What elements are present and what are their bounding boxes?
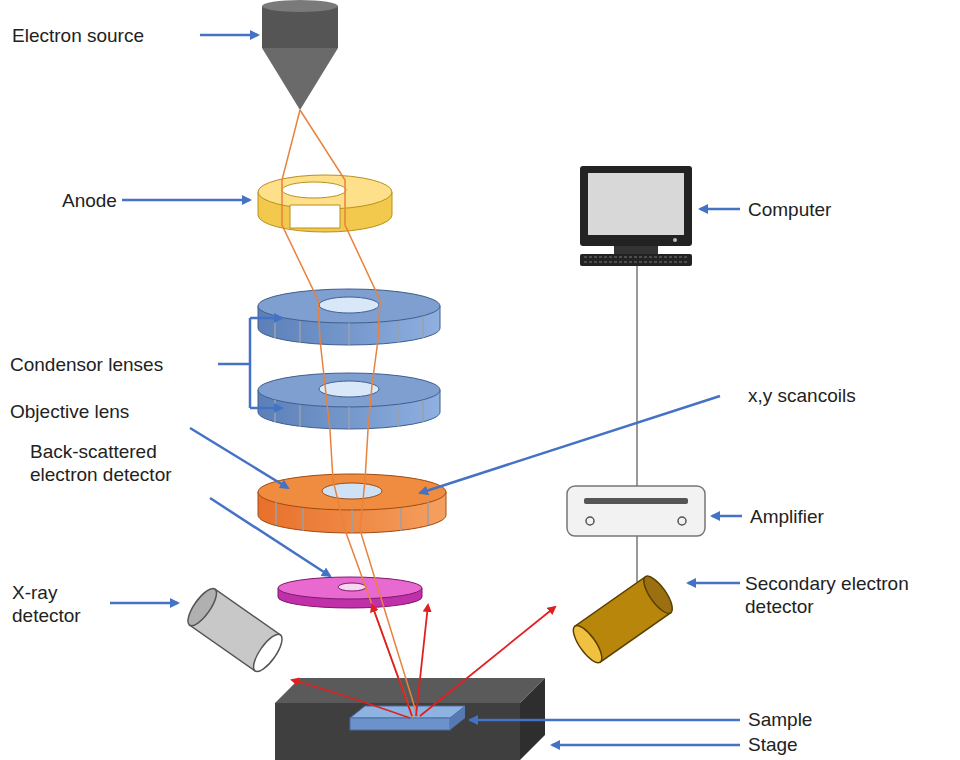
- leader-arrow: [250, 317, 282, 320]
- objective-lens: [258, 474, 446, 533]
- x-ray-detector: [249, 630, 287, 675]
- leader-arrow: [200, 34, 258, 37]
- amplifier: [678, 517, 686, 525]
- se-detector: [568, 572, 677, 667]
- leader-arrow: [110, 602, 178, 605]
- computer-icon: [588, 173, 684, 235]
- condensor-lens: [275, 316, 423, 345]
- part-label: Anode: [62, 189, 117, 212]
- part-label: Sample: [748, 708, 812, 731]
- leader-arrow: [700, 208, 740, 211]
- objective-lens: [258, 474, 446, 510]
- electron-beam: [282, 110, 413, 718]
- stage: [275, 703, 520, 760]
- computer-icon: [614, 246, 658, 254]
- bse-detector: [338, 583, 366, 591]
- leader-arrow: [218, 318, 250, 408]
- part-label: Computer: [748, 198, 831, 221]
- leader-arrow: [552, 744, 740, 747]
- signal-arrow: [420, 607, 555, 716]
- amplifier: [567, 486, 705, 536]
- electron-source: [262, 6, 338, 48]
- leader-arrow: [190, 428, 288, 488]
- x-ray-detector: [183, 584, 221, 629]
- signal-arrow: [416, 605, 428, 716]
- amplifier: [586, 517, 594, 525]
- leader-arrow: [210, 498, 330, 576]
- sample: [350, 718, 450, 730]
- anode: [258, 175, 392, 232]
- leader-arrow: [250, 407, 282, 410]
- signal-arrow: [292, 605, 555, 718]
- sample: [450, 706, 465, 730]
- anode: [258, 175, 392, 209]
- part-label: x,y scancoils: [748, 384, 856, 407]
- condensor-lens: [319, 297, 379, 313]
- electron-beam: [300, 110, 418, 718]
- leader-arrow: [688, 582, 740, 585]
- objective-lens: [322, 483, 382, 499]
- objective-lens: [276, 502, 428, 533]
- computer-icon: [673, 238, 677, 242]
- leader-arrow: [110, 35, 742, 745]
- condensor-lens: [275, 400, 423, 429]
- amplifier: [584, 498, 688, 504]
- part-label: X-ray detector: [12, 581, 94, 627]
- x-ray-detector: [183, 584, 287, 675]
- electron-beam: [282, 110, 418, 718]
- anode: [282, 182, 346, 198]
- wire: [636, 266, 637, 486]
- condensor-lens: [258, 289, 440, 345]
- wire: [636, 536, 637, 582]
- se-detector: [568, 621, 606, 666]
- electron-source: [262, 0, 338, 110]
- signal-arrow: [372, 605, 412, 716]
- part-label: Objective lens: [10, 400, 129, 423]
- amplifier: [567, 486, 705, 536]
- leader-arrow: [470, 719, 740, 722]
- condensor-lens: [258, 373, 440, 407]
- anode: [290, 205, 340, 228]
- signal-arrow: [292, 680, 410, 718]
- leader-arrow: [712, 515, 742, 518]
- electron-source: [262, 48, 338, 110]
- part-label: Amplifier: [750, 505, 824, 528]
- bse-detector: [278, 577, 422, 599]
- part-label: Back-scattered electron detector: [30, 440, 202, 486]
- leader-arrow: [122, 199, 250, 202]
- part-label: Condensor lenses: [10, 353, 163, 376]
- part-label: Electron source: [12, 24, 144, 47]
- electron-source: [262, 0, 338, 12]
- condensor-lens: [258, 373, 440, 429]
- computer-icon: [580, 166, 692, 246]
- bse-detector: [278, 577, 422, 608]
- part-label: Secondary electron detector: [745, 572, 950, 618]
- condensor-lens: [258, 289, 440, 323]
- part-label: Stage: [748, 733, 798, 756]
- computer-icon: [580, 166, 692, 266]
- computer-icon: [580, 254, 692, 266]
- leader-arrow: [420, 396, 720, 493]
- computer-icon: [584, 257, 688, 262]
- se-detector: [639, 572, 677, 617]
- condensor-lens: [319, 381, 379, 397]
